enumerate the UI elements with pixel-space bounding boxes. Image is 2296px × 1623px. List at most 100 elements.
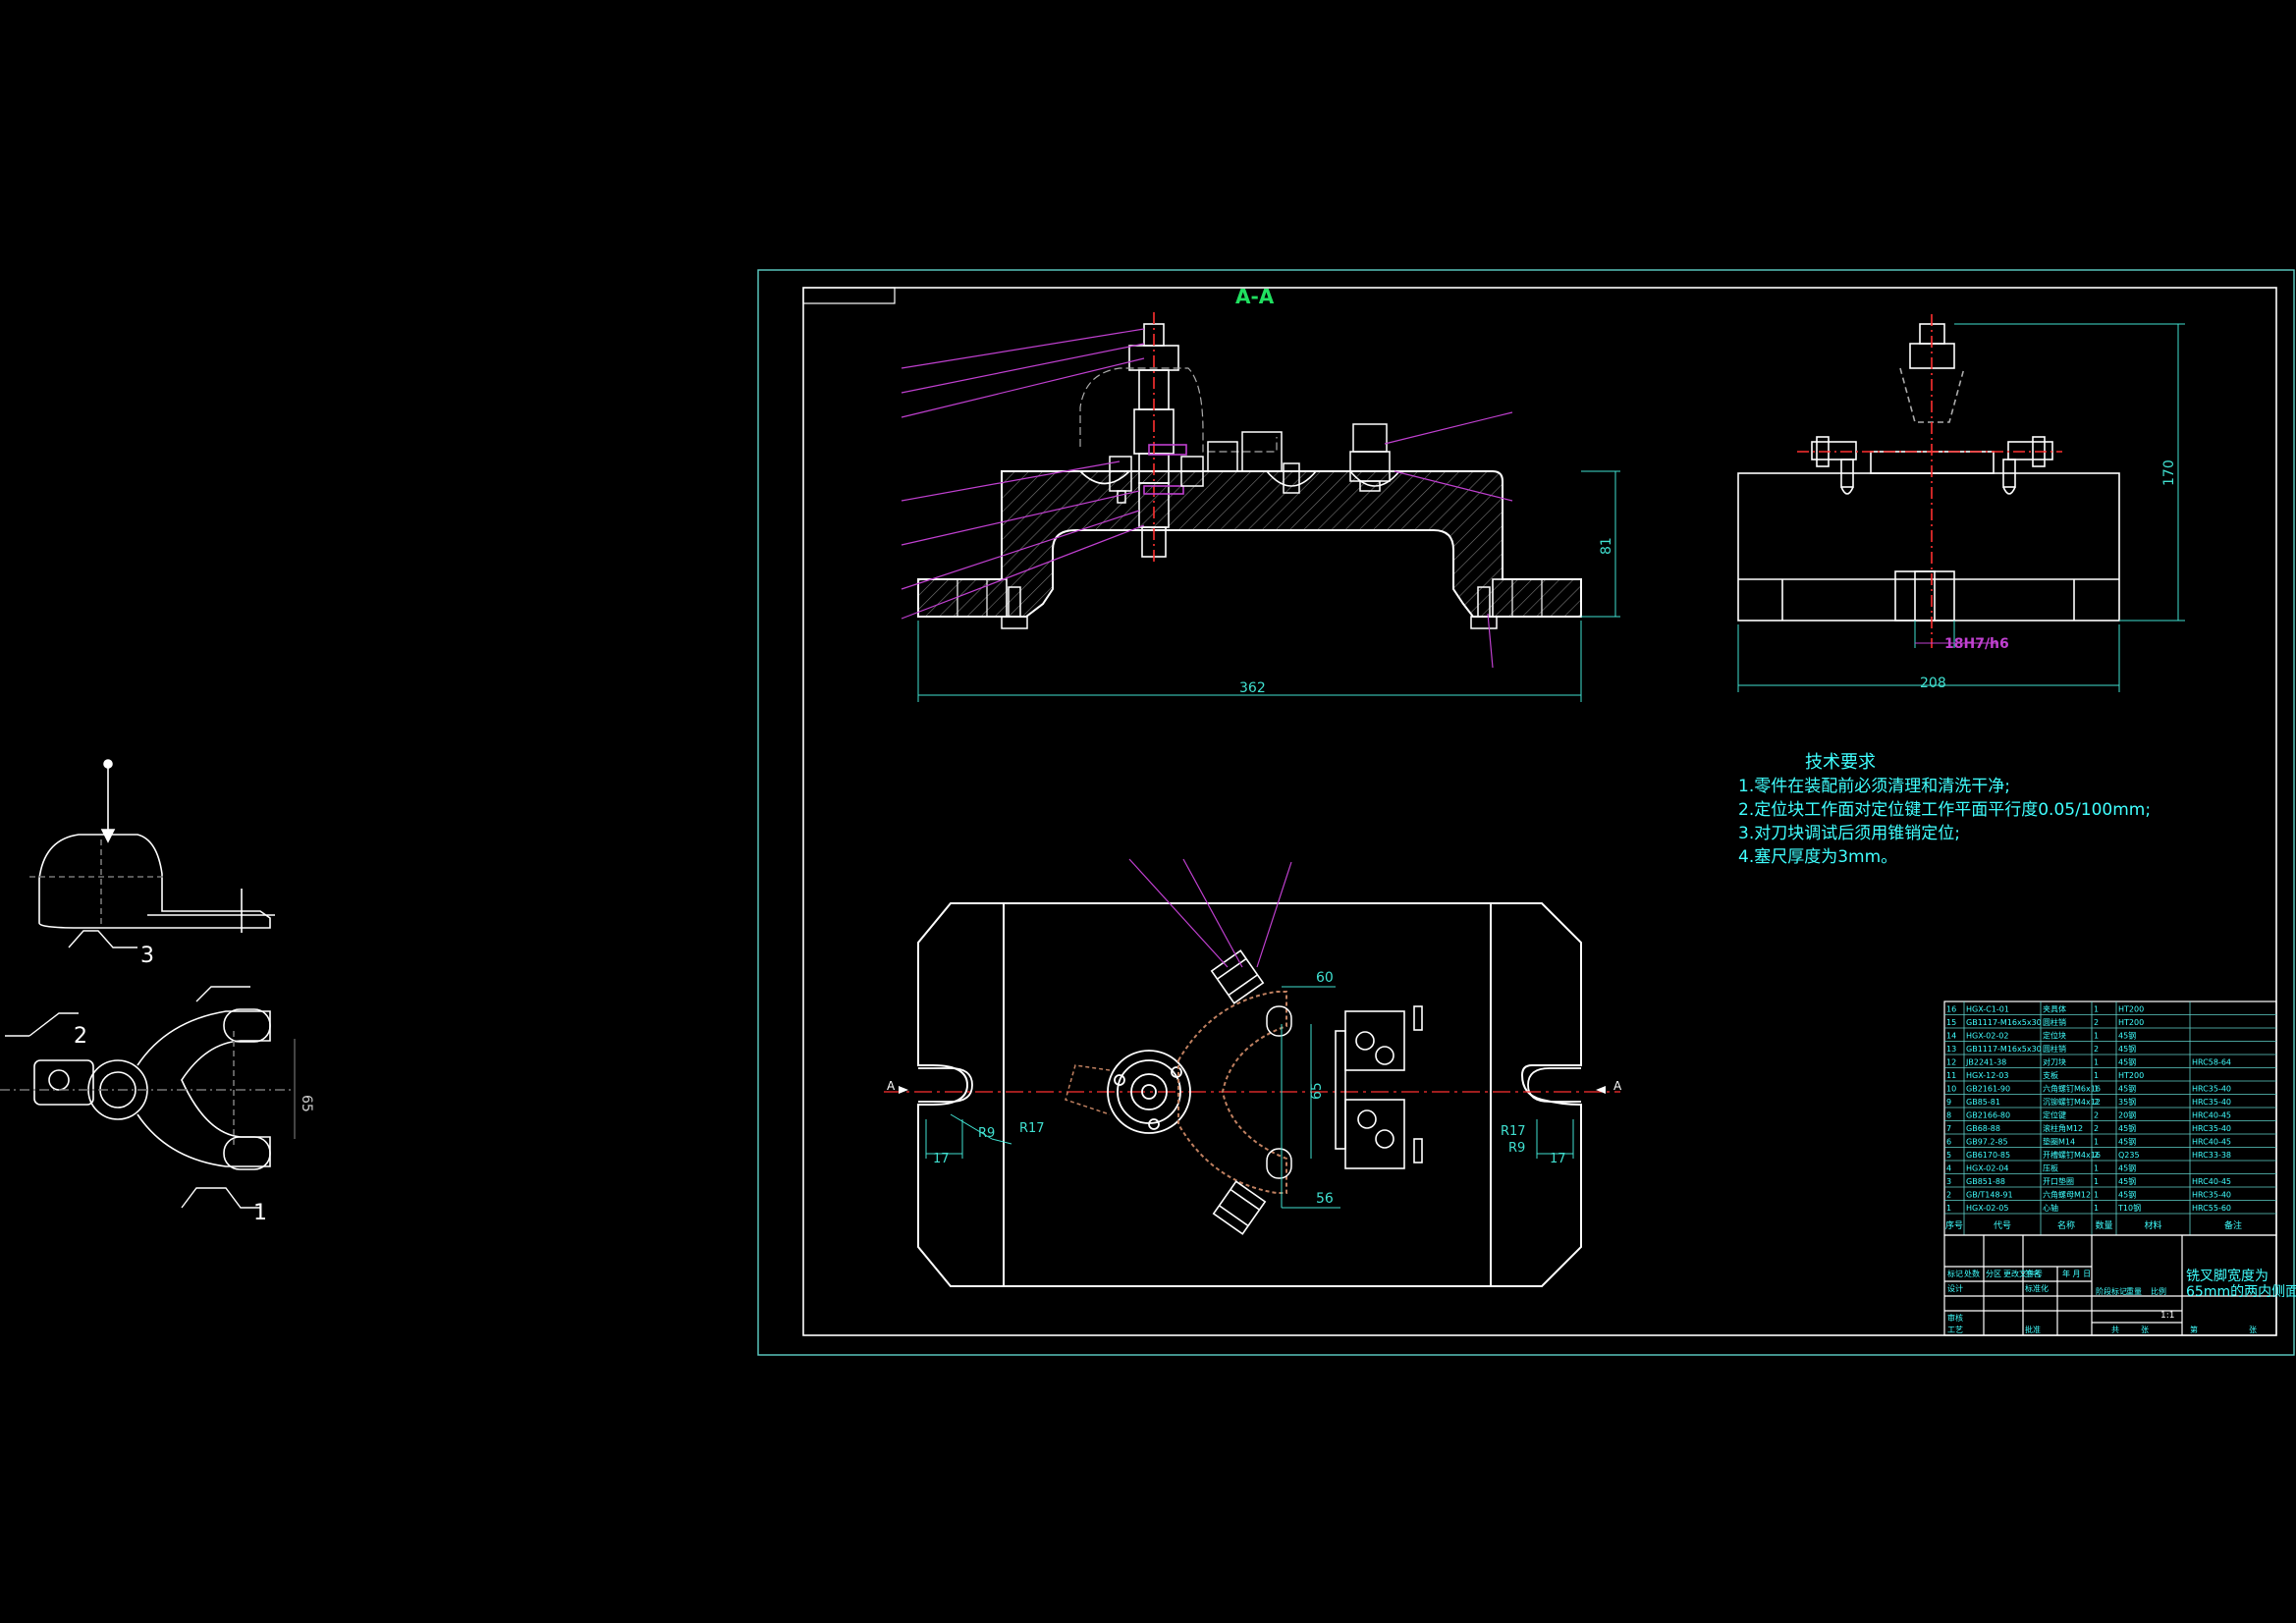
scale: 1:1 xyxy=(2160,1311,2174,1321)
sheet-frame xyxy=(757,269,2295,1356)
bom-cell-qty: 1 xyxy=(2094,1058,2099,1067)
bom-cell-name: 开口垫圈 xyxy=(2043,1176,2074,1186)
mandrel-plan xyxy=(1107,1050,1191,1134)
bom-cell-name: 夹具体 xyxy=(2043,1004,2066,1014)
section-dimensions xyxy=(917,470,1620,702)
side-dimensions xyxy=(1737,323,2185,692)
callout-1: 1 xyxy=(253,1201,267,1225)
bom-cell-code: HGX-02-02 xyxy=(1966,1032,2008,1041)
bom-cell-qty: 2 xyxy=(2094,1098,2099,1107)
bom-cell-qty: 1 xyxy=(2094,1032,2099,1041)
bom-cell-name: 六角螺母M12 xyxy=(2043,1190,2091,1200)
side-view-body xyxy=(1737,472,2120,622)
bom-cell-name: 开槽螺钉M4x16 xyxy=(2043,1150,2101,1160)
title-label: 标准化 xyxy=(2025,1283,2049,1293)
title-label: 更改文件号 xyxy=(2003,1269,2043,1278)
bom-cell-code: GB1117-M16x5x30 xyxy=(1966,1045,2042,1054)
tech-item-2: 2.定位块工作面对定位键工作平面平行度0.05/100mm; xyxy=(1738,800,2151,820)
bom-cell-name: 心轴 xyxy=(2043,1203,2058,1213)
bom-cell-code: GB68-88 xyxy=(1966,1124,2000,1133)
bom-cell-note: HRC40-45 xyxy=(2192,1177,2231,1186)
bom-cell-material: HT200 xyxy=(2118,1071,2144,1080)
title-label: 审核 xyxy=(1947,1313,1963,1323)
dim-bottom: 56 xyxy=(1316,1191,1334,1207)
bom-cell-material: 45钢 xyxy=(2118,1123,2136,1133)
bom-cell-material: 20钢 xyxy=(2118,1110,2136,1120)
fit-label: 18H7/h6 xyxy=(1944,636,2009,652)
bom-cell-name: 圆柱销 xyxy=(2043,1044,2066,1054)
radius-left-inner: R9 xyxy=(978,1126,995,1141)
corner-stamp-box xyxy=(802,287,896,304)
bom-cell-note: HRC35-40 xyxy=(2192,1098,2231,1107)
title-label: 处数 xyxy=(1964,1269,1980,1278)
drawing-title-line1: 铣叉脚宽度为 xyxy=(2186,1268,2269,1284)
bom-cell-code: GB2166-80 xyxy=(1966,1111,2010,1120)
bom-cell-material: HT200 xyxy=(2118,1018,2144,1027)
dim-top: 60 xyxy=(1316,970,1334,986)
bom-header-qty: 数量 xyxy=(2095,1219,2112,1231)
bom-cell-name: 沉铆螺钉M4x12 xyxy=(2043,1097,2101,1107)
bom-cell-name: 圆柱销 xyxy=(2043,1017,2066,1027)
bom-cell-no: 11 xyxy=(1946,1071,1956,1080)
plan-dimensions xyxy=(925,986,1574,1209)
bom-cell-material: 45钢 xyxy=(2118,1176,2136,1186)
bom-cell-qty: 2 xyxy=(2094,1018,2099,1027)
title-label: 工艺 xyxy=(1947,1325,1963,1334)
inner-frame xyxy=(802,287,2277,1336)
bom-cell-material: 45钢 xyxy=(2118,1137,2136,1147)
mandrel-stud xyxy=(1128,312,1187,565)
bom-cell-note: HRC35-40 xyxy=(2192,1124,2231,1133)
bom-cell-code: HGX-12-03 xyxy=(1966,1071,2008,1080)
bom-cell-no: 4 xyxy=(1946,1164,1951,1173)
bom-cell-code: HGX-C1-01 xyxy=(1966,1005,2009,1014)
title-label: 阶段标记 xyxy=(2096,1286,2127,1296)
section-mark-left: A xyxy=(887,1079,896,1093)
section-leaders xyxy=(901,328,1513,669)
fixture-body-section xyxy=(917,470,1582,618)
radius-left-outer: R17 xyxy=(1019,1121,1045,1136)
bom-cell-qty: 1 xyxy=(2094,1005,2099,1014)
bom-header-no: 序号 xyxy=(1945,1219,1963,1231)
bom-cell-note: HRC58-64 xyxy=(2192,1058,2231,1067)
bom-cell-no: 7 xyxy=(1946,1124,1951,1133)
bom-cell-code: GB1117-M16x5x30 xyxy=(1966,1018,2042,1027)
bom-cell-no: 9 xyxy=(1946,1098,1951,1107)
bom-cell-qty: 2 xyxy=(2094,1111,2099,1120)
slot-dim-right: 17 xyxy=(1550,1152,1566,1166)
bom-cell-material: Q235 xyxy=(2118,1151,2140,1160)
section-height-dim: 81 xyxy=(1599,537,1614,555)
bom-cell-no: 15 xyxy=(1946,1018,1956,1027)
tech-item-1: 1.零件在装配前必须清理和清洗干净; xyxy=(1738,777,2010,796)
bom-cell-qty: 1 xyxy=(2094,1085,2099,1094)
workpiece-views: 3 2 1 65 xyxy=(0,759,314,1225)
bom-cell-qty: 2 xyxy=(2094,1124,2099,1133)
title-label: 共 xyxy=(2111,1325,2119,1334)
bom-cell-no: 5 xyxy=(1946,1151,1951,1160)
title-label: 批准 xyxy=(2025,1325,2041,1334)
bom-cell-no: 12 xyxy=(1946,1058,1956,1067)
bom-cell-name: 支板 xyxy=(2043,1070,2058,1080)
bom-cell-qty: 2 xyxy=(2094,1045,2099,1054)
workpiece-front-view: 3 xyxy=(29,759,275,968)
bom-cell-material: 45钢 xyxy=(2118,1163,2136,1173)
plan-view: A A xyxy=(884,858,1622,1287)
bom-cell-no: 8 xyxy=(1946,1111,1951,1120)
side-height-dim: 170 xyxy=(2161,460,2177,486)
bom-cell-note: HRC35-40 xyxy=(2192,1085,2231,1094)
title-label: 张 xyxy=(2249,1325,2257,1334)
title-label: 签名 xyxy=(2025,1269,2041,1278)
title-block xyxy=(1943,1234,2277,1336)
bom-cell-material: 45钢 xyxy=(2118,1031,2136,1041)
bom-cell-code: GB/T148-91 xyxy=(1966,1191,2013,1200)
bom-cell-code: GB851-88 xyxy=(1966,1177,2005,1186)
bom-cell-note: HRC40-45 xyxy=(2192,1138,2231,1147)
bom-cell-code: GB97.2-85 xyxy=(1966,1138,2008,1147)
bom-cell-qty: 1 xyxy=(2094,1071,2099,1080)
tech-requirements: 技术要求 1.零件在装配前必须清理和清洗干净; 2.定位块工作面对定位键工作平面… xyxy=(1738,752,2151,867)
bom-cell-qty: 2 xyxy=(2094,1151,2099,1160)
dim-vertical: 65 xyxy=(1309,1082,1325,1100)
bom-cell-code: HGX-02-05 xyxy=(1966,1204,2008,1213)
bom-header-code: 代号 xyxy=(1994,1220,2011,1231)
workpiece-plan-view: 2 1 65 xyxy=(0,986,314,1225)
bom-cell-code: JB2241-38 xyxy=(1965,1058,2006,1067)
